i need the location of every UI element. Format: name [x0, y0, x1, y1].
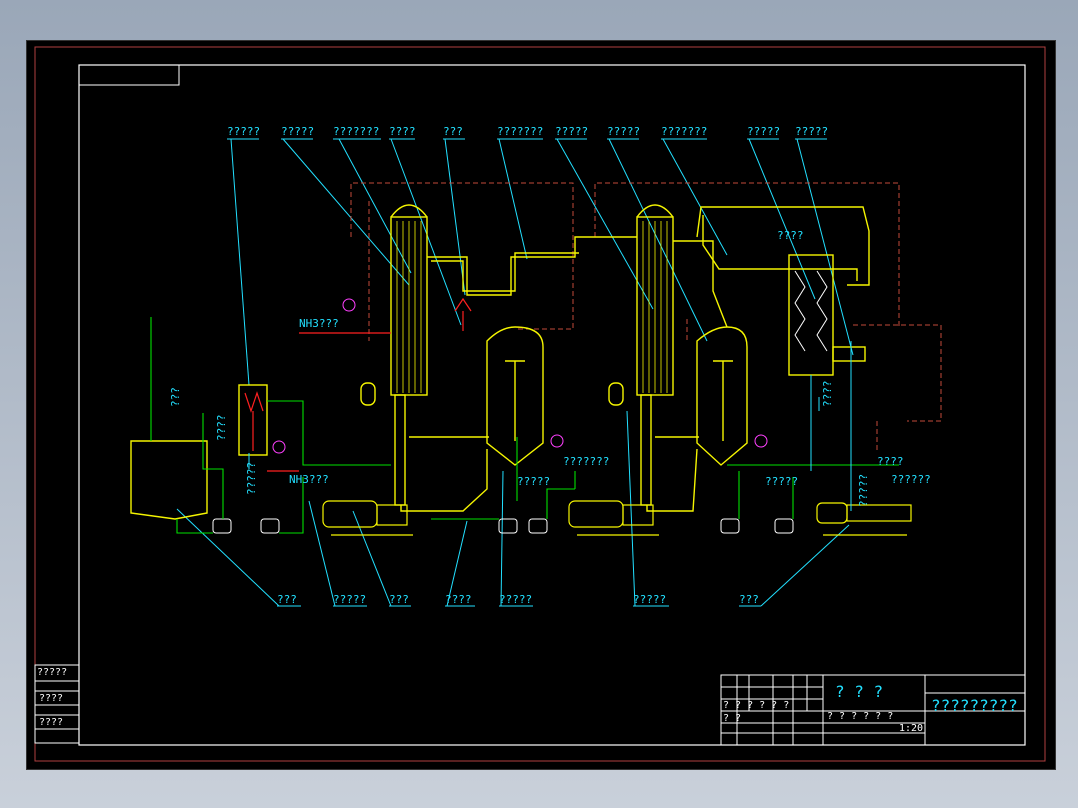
- process-flow-diagram: ????? ???? ???? ? ? ? ????????? ? ? ? ? …: [34, 46, 1046, 762]
- instrument-3: [550, 434, 564, 448]
- bottom-callouts: ??? ????? ??? ???? ????? ????? ???: [176, 410, 850, 607]
- callout-bottom-4: ????: [445, 593, 472, 606]
- dashed-lines: [350, 182, 942, 451]
- callout-top-8: ?????: [607, 125, 640, 138]
- label-vacuum: ????: [777, 229, 804, 242]
- pump-a: [212, 518, 232, 534]
- instrument-2: [272, 440, 286, 454]
- motor-units: [322, 500, 912, 536]
- condenser: [788, 254, 834, 376]
- title-row2b: ? ?: [723, 713, 741, 724]
- pumps: [212, 518, 794, 534]
- drawing-canvas: ????? ???? ???? ? ? ? ????????? ? ? ? ? …: [26, 40, 1056, 770]
- callout-bottom-3: ???: [389, 593, 409, 606]
- callout-top-7: ?????: [555, 125, 588, 138]
- label-steam: NH3???: [299, 317, 339, 330]
- separator-1: [486, 326, 544, 466]
- label-out-line3: ??????: [891, 473, 931, 486]
- title-scale: 1:20: [899, 723, 923, 734]
- cooling-water-lines: [248, 341, 852, 511]
- callout-top-11: ?????: [795, 125, 828, 138]
- condensate-drum-2: [608, 382, 624, 406]
- callout-bottom-6: ?????: [633, 593, 666, 606]
- pump-d: [528, 518, 548, 534]
- left-table-row2: ????: [39, 693, 63, 704]
- feed-tank: [130, 440, 208, 520]
- label-cooling-water: ????: [821, 381, 834, 408]
- callout-bottom-5: ?????: [499, 593, 532, 606]
- callout-top-9: ???????: [661, 125, 707, 138]
- label-out-line2: ????: [877, 455, 904, 468]
- label-out-line1: ???????: [563, 455, 609, 468]
- callout-top-2: ?????: [281, 125, 314, 138]
- preheater-coil: [244, 391, 264, 451]
- instrument-4: [754, 434, 768, 448]
- outer-frame: [34, 46, 1046, 762]
- label-pump-note2: ?????: [765, 475, 798, 488]
- label-preheater: ????: [215, 415, 228, 442]
- pump-b: [260, 518, 280, 534]
- pump-e: [720, 518, 740, 534]
- title-row1: ? ? ? ? ? ?: [723, 700, 789, 711]
- callout-top-4: ????: [389, 125, 416, 138]
- callout-top-6: ???????: [497, 125, 543, 138]
- inner-frame: [78, 64, 1026, 746]
- steam-lines: [267, 297, 472, 472]
- motor-1: [322, 500, 378, 528]
- label-steam2: NH3???: [289, 473, 329, 486]
- label-feed-in: ???: [169, 387, 182, 407]
- side-labels: ??? ???? ????? NH3??? NH3??? ???? ???? ?…: [169, 229, 931, 507]
- left-table-row3: ????: [39, 717, 63, 728]
- evaporator-1: [390, 216, 428, 396]
- title-big: ? ? ?: [835, 682, 883, 701]
- label-vertical-note: ?????: [857, 474, 870, 507]
- callout-top-10: ?????: [747, 125, 780, 138]
- liquid-lines: [150, 317, 899, 534]
- label-pump-note1: ?????: [517, 475, 550, 488]
- label-condensate: ?????: [245, 462, 258, 495]
- pump-c: [498, 518, 518, 534]
- evaporator-2: [636, 216, 674, 396]
- motor-2: [568, 500, 624, 528]
- callout-top-5: ???: [443, 125, 463, 138]
- instrument-1: [342, 298, 356, 312]
- separator-2: [696, 326, 748, 466]
- corner-box: [78, 64, 180, 86]
- callout-bottom-2: ?????: [333, 593, 366, 606]
- instruments: [272, 298, 768, 454]
- left-revision-table: ????? ???? ????: [34, 664, 80, 744]
- callout-bottom-7: ???: [739, 593, 759, 606]
- condensate-drum-1: [360, 382, 376, 406]
- pump-f: [774, 518, 794, 534]
- callout-top-1: ?????: [227, 125, 260, 138]
- title-drawing-name: ?????????: [931, 696, 1018, 715]
- equipment: [130, 204, 870, 520]
- top-callouts: ????? ????? ??????? ???? ??? ??????? ???…: [227, 125, 854, 386]
- condenser-coils: [794, 270, 828, 352]
- callout-bottom-1: ???: [277, 593, 297, 606]
- preheater: [238, 384, 268, 456]
- motor-3: [816, 502, 848, 524]
- title-block: ? ? ? ????????? ? ? ? ? ? ? ? ? ? ? ? ? …: [720, 674, 1026, 746]
- left-table-row1: ?????: [37, 667, 67, 678]
- callout-top-3: ???????: [333, 125, 379, 138]
- title-row2a: ? ? ? ? ? ?: [827, 711, 893, 722]
